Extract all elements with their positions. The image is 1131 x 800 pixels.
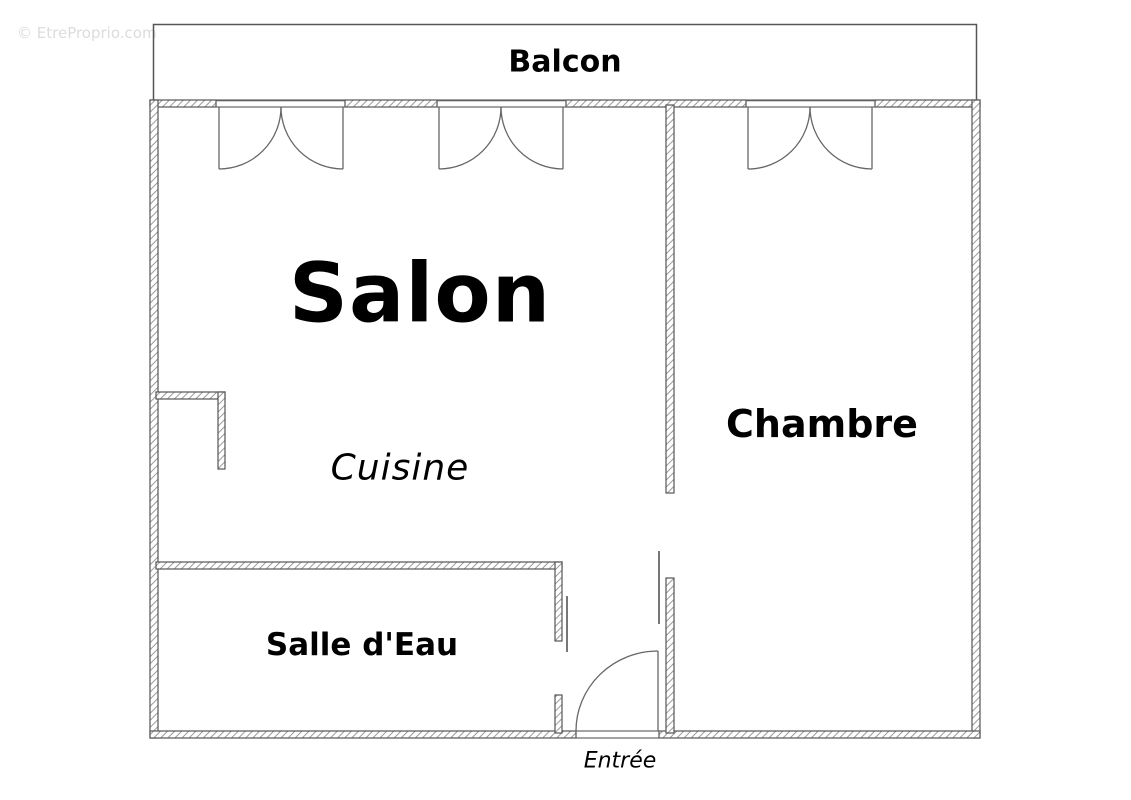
french-door-salon-left xyxy=(218,106,344,170)
french-door-salon-right xyxy=(438,106,564,170)
room-label-salon: Salon xyxy=(288,246,552,342)
entry-door xyxy=(575,650,659,732)
french-door-chambre xyxy=(747,106,873,170)
room-label-entree: Entrée xyxy=(583,748,657,774)
room-label-balcon: Balcon xyxy=(508,44,622,80)
watermark: © EtreProprio.com xyxy=(17,24,157,42)
sliding-doors xyxy=(566,551,660,652)
interior-walls xyxy=(155,104,675,734)
room-label-cuisine: Cuisine xyxy=(330,447,470,489)
room-label-salle-deau: Salle d'Eau xyxy=(265,627,459,663)
room-label-chambre: Chambre xyxy=(726,402,918,446)
